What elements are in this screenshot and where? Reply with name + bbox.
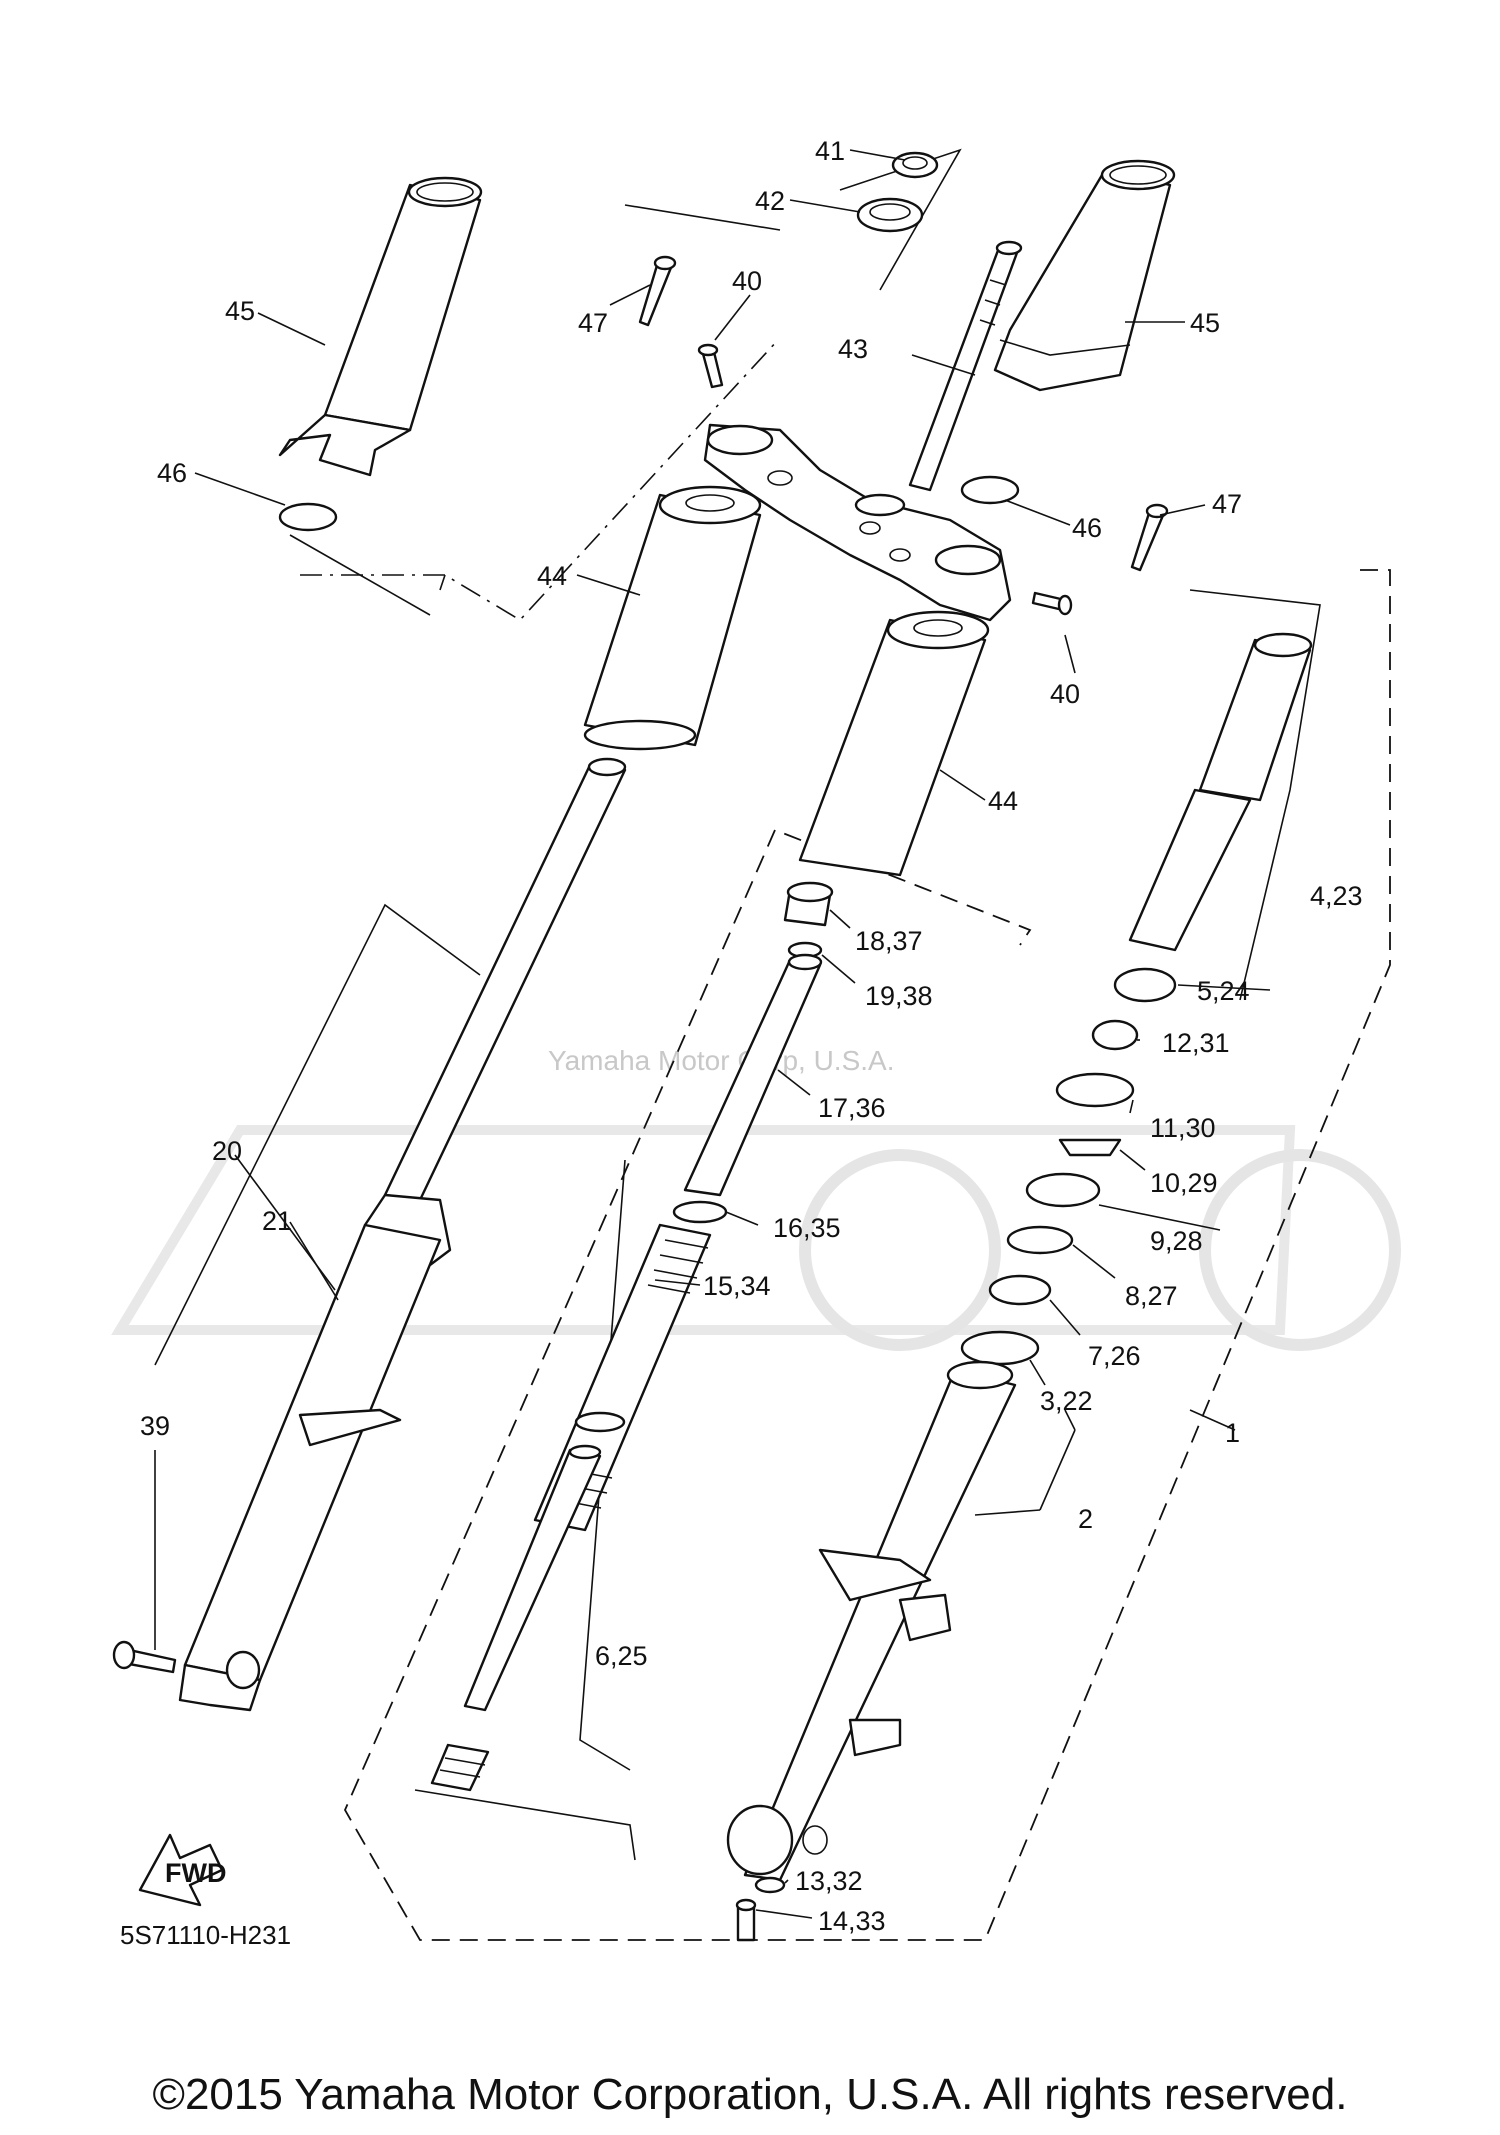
- callout-47-left: 47: [578, 308, 608, 338]
- callout-17-36: 17,36: [818, 1093, 886, 1123]
- bolt-14: [735, 1898, 757, 1942]
- outer-tube-2: [726, 1360, 1017, 1882]
- damper-rod-6: [463, 1444, 602, 1712]
- watermark-text: Yamaha Motor Corp, U.S.A.: [548, 1045, 895, 1076]
- callout-4-23: 4,23: [1310, 881, 1363, 911]
- diagram-code: 5S71110-H231: [120, 1920, 292, 1950]
- callout-42: 42: [755, 186, 785, 216]
- fwd-arrow-icon: FWD: [138, 1833, 226, 1907]
- callout-44-right: 44: [988, 786, 1018, 816]
- callout-9-28: 9,28: [1150, 1226, 1203, 1256]
- copyright-notice: ©2015 Yamaha Motor Corporation, U.S.A. A…: [152, 2070, 1348, 2119]
- callout-39: 39: [140, 1411, 170, 1441]
- callout-2: 2: [1078, 1504, 1093, 1534]
- rebound-spring: [430, 1743, 490, 1792]
- callout-46-left: 46: [157, 458, 187, 488]
- cover-seat-left: [278, 502, 338, 532]
- fwd-label: FWD: [165, 1858, 226, 1888]
- callout-45-left: 45: [225, 296, 255, 326]
- cover-seat-right: [960, 475, 1020, 505]
- callout-40-right: 40: [1050, 679, 1080, 709]
- dust-seal-3: [960, 1330, 1040, 1366]
- fork-cover-left: [278, 176, 483, 477]
- bolt-47-left: [638, 255, 677, 327]
- bolt-40-right: [1031, 591, 1073, 616]
- callout-8-27: 8,27: [1125, 1281, 1178, 1311]
- callout-10-29: 10,29: [1150, 1168, 1218, 1198]
- callout-6-25: 6,25: [595, 1641, 648, 1671]
- callout-14-33: 14,33: [818, 1906, 886, 1936]
- circlip: [574, 1411, 626, 1433]
- callout-46-right: 46: [1072, 513, 1102, 543]
- callout-43: 43: [838, 334, 868, 364]
- steering-bearing: [856, 151, 939, 233]
- cap-bolt-18: [783, 881, 834, 927]
- spacer-17: [683, 953, 823, 1197]
- callout-47-right: 47: [1212, 489, 1242, 519]
- callout-5-24: 5,24: [1197, 976, 1250, 1006]
- bolt-40-left: [697, 343, 724, 389]
- watermark-logo: [111, 1125, 1401, 1351]
- callout-7-26: 7,26: [1088, 1341, 1141, 1371]
- callout-44-top: 44: [537, 561, 567, 591]
- clip-10: [1058, 1138, 1122, 1157]
- washer-8: [1006, 1225, 1074, 1255]
- under-bracket: [703, 423, 1012, 622]
- inner-tube-4: [1128, 632, 1313, 952]
- callout-16-35: 16,35: [773, 1213, 841, 1243]
- callout-41: 41: [815, 136, 845, 166]
- callout-19-38: 19,38: [865, 981, 933, 1011]
- callout-3-22: 3,22: [1040, 1386, 1093, 1416]
- dust-seal-11: [1055, 1072, 1135, 1108]
- callout-40-top: 40: [732, 266, 762, 296]
- callout-20: 20: [212, 1136, 242, 1166]
- fork-tube-cover-left: [583, 485, 762, 751]
- slide-metal-5: [1113, 967, 1177, 1003]
- assembled-fork-left: [178, 757, 627, 1712]
- callout-18-37: 18,37: [855, 926, 923, 956]
- fork-tube-cover-right: [798, 610, 990, 877]
- slide-metal-7: [988, 1274, 1052, 1306]
- washer-13: [754, 1876, 786, 1894]
- callout-21: 21: [262, 1206, 292, 1236]
- fork-cover-right: [993, 159, 1176, 392]
- leader-lines: [154, 149, 1271, 1919]
- callout-1: 1: [1225, 1418, 1240, 1448]
- bolt-39: [112, 1640, 177, 1674]
- callout-15-34: 15,34: [703, 1271, 771, 1301]
- slide-metal-12: [1091, 1019, 1139, 1051]
- callouts: 41 42 40 47 45 45 43 46 46 47 44 40 44 4…: [140, 136, 1363, 1936]
- steering-stem: [908, 240, 1023, 492]
- oil-seal-9: [1025, 1172, 1101, 1208]
- washer-16: [672, 1200, 728, 1224]
- callout-11-30: 11,30: [1150, 1113, 1216, 1143]
- callout-13-32: 13,32: [795, 1866, 863, 1896]
- callout-45-right: 45: [1190, 308, 1220, 338]
- callout-12-31: 12,31: [1162, 1028, 1230, 1058]
